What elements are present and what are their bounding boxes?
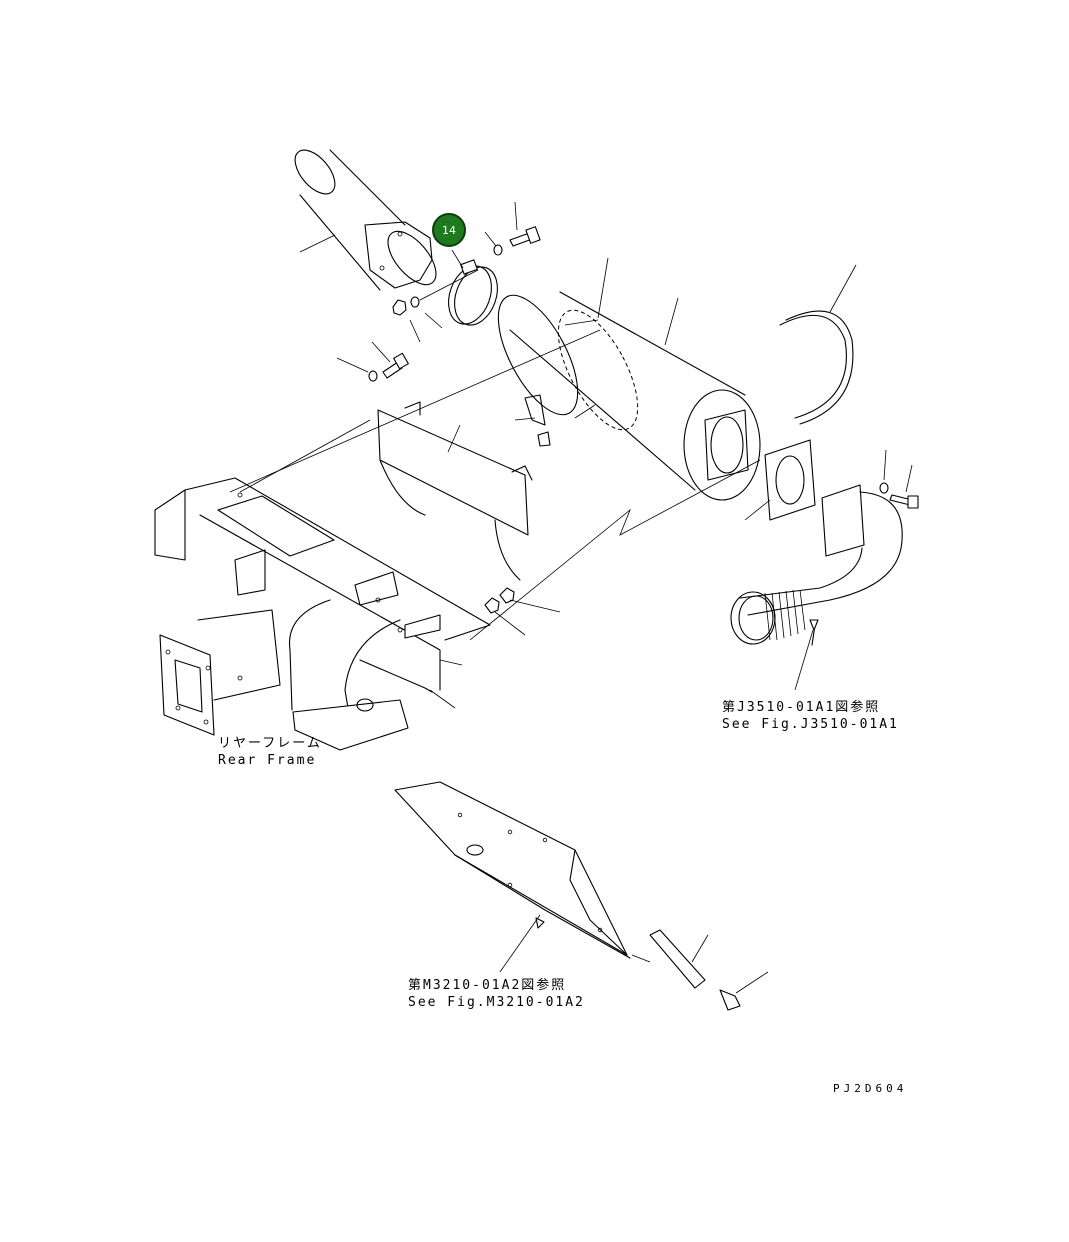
rear-frame xyxy=(154,329,761,751)
rear-frame-label-jp: リヤーフレーム xyxy=(218,736,322,751)
ref-m3210-label-en: See Fig.M3210-01A2 xyxy=(408,995,585,1010)
drawing-number: PJ2D604 xyxy=(833,1082,908,1095)
exhaust-elbow xyxy=(730,484,903,691)
clamp-fasteners xyxy=(392,201,541,343)
gasket xyxy=(744,439,816,521)
clamp-band xyxy=(448,249,498,326)
elbow-fasteners xyxy=(879,449,919,509)
muffler-strap xyxy=(779,264,857,425)
cover-support-bar xyxy=(631,929,769,1011)
rear-frame-label-en: Rear Frame xyxy=(218,753,317,768)
callout-14-badge[interactable]: 14 xyxy=(432,213,466,247)
muffler-bracket xyxy=(377,394,551,581)
muffler xyxy=(497,257,761,501)
ref-j3510-label-jp: 第J3510-01A1図参照 xyxy=(722,700,881,715)
ref-j3510-label-en: See Fig.J3510-01A1 xyxy=(722,717,899,732)
under-cover xyxy=(394,781,631,973)
ref-m3210-label-jp: 第M3210-01A2図参照 xyxy=(408,978,567,993)
bracket-fasteners xyxy=(336,341,561,636)
tail-pipe xyxy=(294,149,437,291)
